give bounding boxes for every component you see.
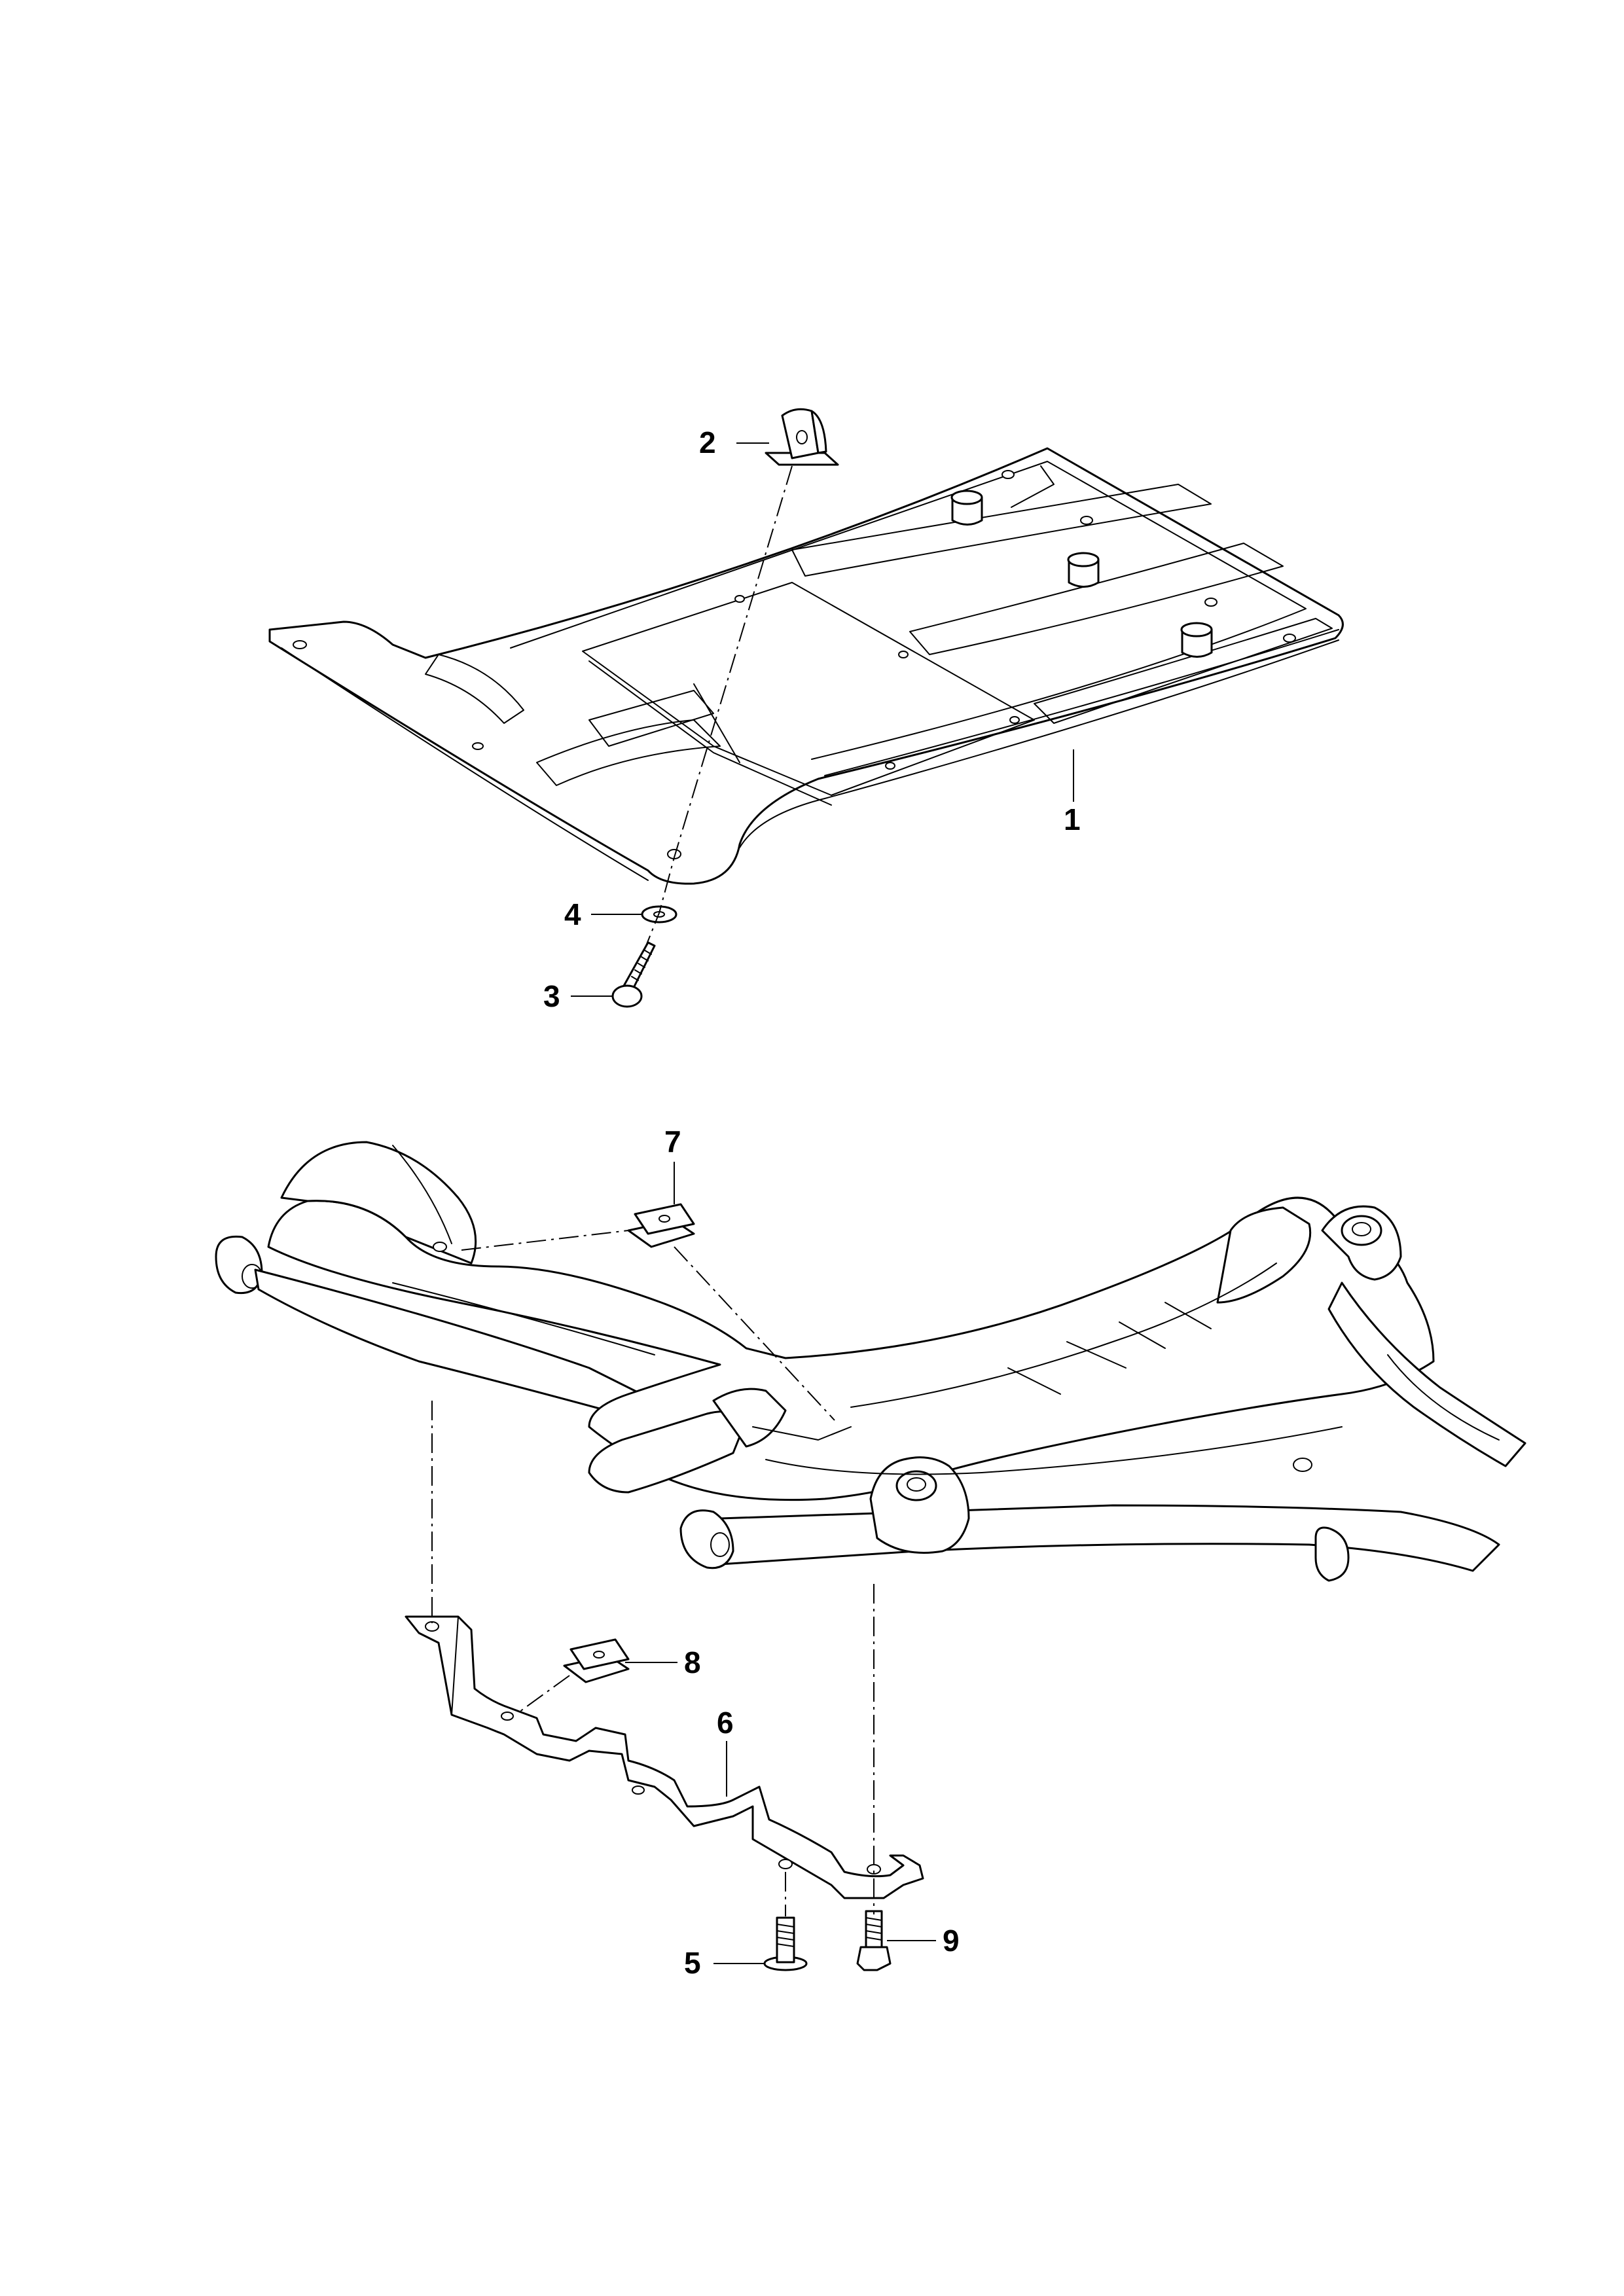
bolt	[763, 1916, 808, 1971]
callout-7: 7	[664, 1124, 681, 1158]
callout-1: 1	[1064, 802, 1081, 836]
callout-3: 3	[543, 979, 560, 1013]
assembly-axis	[461, 1230, 629, 1251]
callout-6: 6	[717, 1706, 734, 1740]
assembly-axis	[674, 1246, 835, 1421]
boss	[950, 490, 983, 526]
callout-9: 9	[943, 1924, 960, 1958]
bracket-clip	[765, 408, 839, 466]
callout-8: 8	[684, 1645, 701, 1679]
subframe	[215, 1141, 1526, 1582]
callout-2: 2	[699, 425, 716, 459]
support-bracket	[405, 1615, 924, 1899]
assembly-axis	[644, 465, 793, 950]
screw	[611, 941, 656, 1008]
assembly-axis	[516, 1675, 570, 1714]
underbody-shield	[268, 447, 1344, 885]
hex-bolt	[856, 1910, 892, 1971]
speed-nut	[563, 1638, 630, 1683]
speed-nut	[627, 1203, 695, 1248]
boss	[1067, 552, 1100, 588]
callout-4: 4	[564, 897, 581, 931]
boss	[1180, 622, 1213, 658]
callout-5: 5	[684, 1946, 701, 1980]
